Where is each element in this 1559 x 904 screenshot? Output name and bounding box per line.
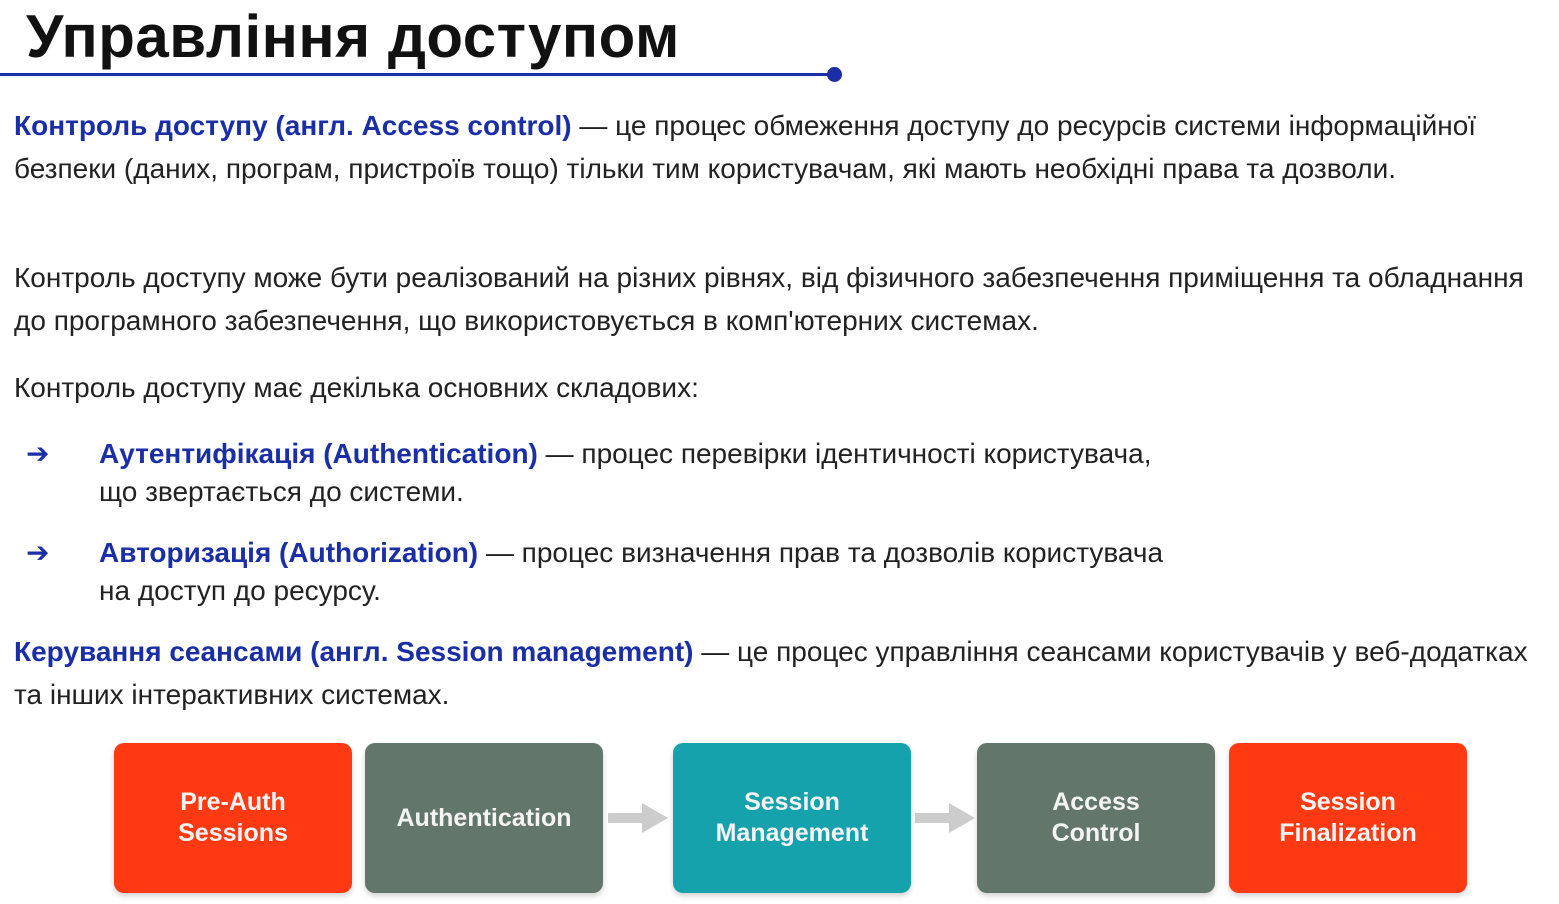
- access-control-definition: Контроль доступу (англ. Access control) …: [14, 104, 1544, 190]
- flow-arrow-shaft: [608, 813, 644, 823]
- access-control-levels: Контроль доступу може бути реалізований …: [14, 262, 1524, 336]
- session-management-term: Керування сеансами (англ. Session manage…: [14, 636, 694, 667]
- session-flow-diagram: Pre-Auth Sessions Authentication Session…: [0, 735, 1559, 904]
- bullet-line2: що звертається до системи.: [99, 476, 464, 507]
- flow-step-session-finalization: Session Finalization: [1229, 743, 1467, 893]
- bullet-line1: — процес перевірки ідентичності користув…: [537, 438, 1152, 469]
- access-control-components-intro: Контроль доступу має декілька основних с…: [14, 372, 699, 403]
- access-control-term: Контроль доступу (англ. Access control): [14, 110, 572, 141]
- arrow-icon: ➔: [26, 438, 50, 469]
- bullet-term: Авторизація (Authorization): [99, 537, 479, 568]
- flow-step-authentication: Authentication: [365, 743, 603, 893]
- session-management-definition: Керування сеансами (англ. Session manage…: [14, 630, 1544, 716]
- arrow-icon: ➔: [26, 537, 50, 568]
- flow-arrow-head: [949, 803, 975, 833]
- access-control-text: — це процес обмеження доступу до ресурсі…: [14, 110, 1477, 184]
- bullet-line2: на доступ до ресурсу.: [99, 575, 381, 606]
- title-underline-dot: [827, 67, 842, 82]
- flow-arrow-icon: [608, 803, 668, 833]
- flow-arrow-shaft: [915, 813, 951, 823]
- flow-step-session-management: Session Management: [673, 743, 911, 893]
- bullet-text: Авторизація (Authorization) — процес виз…: [99, 534, 1339, 610]
- flow-arrow-icon: [915, 803, 975, 833]
- flow-step-access-control: Access Control: [977, 743, 1215, 893]
- page-title: Управління доступом: [26, 3, 680, 70]
- bullet-text: Аутентифікація (Authentication) — процес…: [99, 435, 1339, 511]
- session-management-text: — це процес управління сеансами користув…: [14, 636, 1528, 710]
- title-underline: [0, 73, 836, 76]
- bullet-term: Аутентифікація (Authentication): [99, 438, 538, 469]
- bullet-line1: — процес визначення прав та дозволів кор…: [478, 537, 1164, 568]
- flow-arrow-head: [642, 803, 668, 833]
- flow-step-pre-auth-sessions: Pre-Auth Sessions: [114, 743, 352, 893]
